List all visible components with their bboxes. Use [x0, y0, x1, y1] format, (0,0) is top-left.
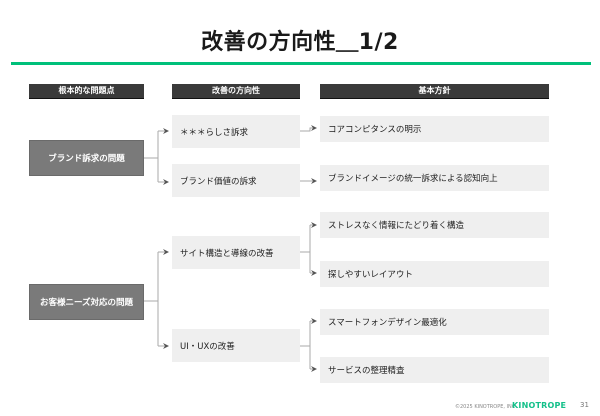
header-directions: 改善の方向性: [172, 84, 300, 99]
policy-smartphone: スマートフォンデザイン最適化: [320, 309, 549, 335]
direction-ui-ux: UI・UXの改善: [172, 329, 300, 362]
title-underline: [11, 62, 591, 65]
policy-core-competence: コアコンピタンスの明示: [320, 116, 549, 142]
page-number: 31: [580, 401, 589, 409]
policy-service-review: サービスの整理精査: [320, 357, 549, 383]
direction-brand-identity: ＊＊＊らしさ訴求: [172, 115, 300, 148]
policy-easy-layout: 探しやすいレイアウト: [320, 261, 549, 287]
page-title: 改善の方向性＿1/2: [201, 30, 399, 55]
company-logo: KINOTROPE: [512, 401, 567, 410]
copyright: ©2025 KINOTROPE, INC: [455, 404, 516, 410]
direction-brand-value: ブランド価値の訴求: [172, 164, 300, 197]
direction-site-structure: サイト構造と導線の改善: [172, 236, 300, 269]
issue-customer-needs: お客様ニーズ対応の問題: [29, 284, 144, 320]
issue-brand-appeal: ブランド訴求の問題: [29, 140, 144, 176]
header-root-issues: 根本的な問題点: [29, 84, 144, 99]
header-policies: 基本方針: [320, 84, 549, 99]
policy-stress-free: ストレスなく情報にたどり着く構造: [320, 212, 549, 238]
policy-brand-image: ブランドイメージの統一訴求による認知向上: [320, 165, 549, 191]
